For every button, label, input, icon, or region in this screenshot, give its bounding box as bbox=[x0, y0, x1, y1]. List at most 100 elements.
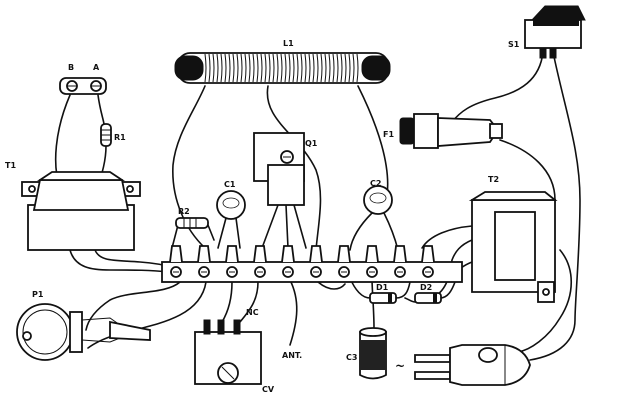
wire-c1-leg2 bbox=[235, 217, 241, 249]
label-d2: D2 bbox=[420, 283, 432, 292]
wire-r2-leg1 bbox=[171, 224, 179, 249]
label-nc: NC bbox=[246, 308, 259, 317]
wire-s1-fuse bbox=[451, 51, 544, 123]
coil-winding bbox=[280, 53, 283, 83]
label-s1: S1 bbox=[508, 40, 520, 49]
coil-winding bbox=[284, 53, 287, 83]
coil-winding bbox=[268, 53, 271, 83]
wire-r2-leg2 bbox=[207, 224, 215, 241]
potentiometer-p1: P1 bbox=[16, 290, 151, 361]
strip-lug bbox=[169, 245, 183, 263]
coil-winding bbox=[292, 53, 295, 83]
label-t1: T1 bbox=[5, 161, 16, 170]
ac-plug: ~ bbox=[395, 344, 531, 386]
wire-d1-b bbox=[395, 281, 411, 299]
strip-lug bbox=[421, 245, 435, 263]
wire-strip-loop bbox=[317, 281, 346, 290]
capacitor-c1: C1 bbox=[216, 180, 246, 220]
fuse-holder-f1: F1 bbox=[383, 113, 503, 149]
coil-winding bbox=[352, 53, 355, 83]
strip-lug bbox=[337, 245, 351, 263]
variable-capacitor-cv: NC CV bbox=[194, 308, 275, 394]
coil-winding bbox=[328, 53, 331, 83]
strip-lug bbox=[225, 245, 239, 263]
coil-winding bbox=[304, 53, 307, 83]
wire-c2-leg1 bbox=[349, 212, 373, 251]
terminal-strip bbox=[161, 245, 463, 283]
coil-winding bbox=[216, 53, 219, 83]
coil-winding bbox=[320, 53, 323, 83]
coil-winding bbox=[348, 53, 351, 83]
coil-winding bbox=[296, 53, 299, 83]
diode-d2: D2 bbox=[414, 283, 442, 304]
transistor-q1: Q1 bbox=[253, 132, 318, 206]
coil-winding bbox=[340, 53, 343, 83]
wire-q1-leg1 bbox=[261, 204, 279, 249]
resistor-r2: R2 bbox=[175, 207, 209, 229]
coil-winding bbox=[264, 53, 267, 83]
label-p1: P1 bbox=[32, 290, 44, 299]
wire-c2-leg2 bbox=[383, 212, 399, 251]
label-q1: Q1 bbox=[305, 139, 318, 148]
label-r2: R2 bbox=[178, 207, 190, 216]
coil-winding bbox=[276, 53, 279, 83]
coil-winding bbox=[220, 53, 223, 83]
coil-winding bbox=[224, 53, 227, 83]
transformer-t1: T1 bbox=[5, 161, 141, 251]
wire-strip-p1-1 bbox=[85, 281, 181, 331]
wire-t1-strip-1 bbox=[69, 249, 169, 273]
strip-lug bbox=[281, 245, 295, 263]
coil-winding bbox=[252, 53, 255, 83]
coil-winding bbox=[356, 53, 359, 83]
coil-winding bbox=[336, 53, 339, 83]
coil-winding bbox=[248, 53, 251, 83]
wire-t2-plug bbox=[517, 249, 572, 353]
strip-lug bbox=[365, 245, 379, 263]
transformer-t2: T2 bbox=[468, 175, 558, 303]
coil-winding bbox=[204, 53, 207, 83]
coil-winding bbox=[308, 53, 311, 83]
label-c2: C2 bbox=[370, 179, 381, 188]
diode-d1: D1 bbox=[369, 283, 397, 304]
wire-a-r1 bbox=[97, 94, 105, 125]
wire-strip-cv-1 bbox=[221, 281, 233, 323]
coil-winding bbox=[288, 53, 291, 83]
label-d1: D1 bbox=[376, 283, 389, 292]
coil-winding bbox=[344, 53, 347, 83]
wire-l1-mid bbox=[266, 85, 322, 251]
strip-lug bbox=[309, 245, 323, 263]
label-a: A bbox=[93, 63, 100, 72]
label-f1: F1 bbox=[383, 130, 394, 139]
label-r1: R1 bbox=[114, 133, 126, 142]
wire-c1-leg1 bbox=[217, 217, 227, 249]
strip-lug bbox=[253, 245, 267, 263]
wire-s1-plug bbox=[529, 51, 581, 361]
coil-winding bbox=[312, 53, 315, 83]
capacitor-c3: C3 bbox=[346, 327, 387, 380]
coil-winding bbox=[272, 53, 275, 83]
coil-l1: L1 bbox=[174, 39, 391, 84]
wire-t2-strip-2 bbox=[431, 239, 473, 299]
wire-q1-leg3 bbox=[293, 204, 307, 249]
coil-winding bbox=[256, 53, 259, 83]
label-c3: C3 bbox=[346, 353, 357, 362]
coil-winding bbox=[244, 53, 247, 83]
wire-d2-a bbox=[404, 297, 416, 303]
label-t2: T2 bbox=[488, 175, 499, 184]
coil-winding bbox=[324, 53, 327, 83]
capacitor-c2: C2 bbox=[363, 179, 393, 215]
label-c1: C1 bbox=[224, 180, 236, 189]
coil-winding bbox=[300, 53, 303, 83]
wire-strip-cv-2 bbox=[239, 281, 259, 323]
wire-q1-leg2 bbox=[285, 204, 289, 249]
terminal-block-ab: B A bbox=[59, 63, 107, 95]
coil-winding bbox=[316, 53, 319, 83]
coil-winding bbox=[232, 53, 235, 83]
wire-antenna bbox=[289, 279, 298, 346]
label-ac-symbol: ~ bbox=[395, 359, 405, 373]
strip-lug bbox=[393, 245, 407, 263]
coil-winding bbox=[208, 53, 211, 83]
resistor-r1: R1 bbox=[100, 123, 126, 147]
